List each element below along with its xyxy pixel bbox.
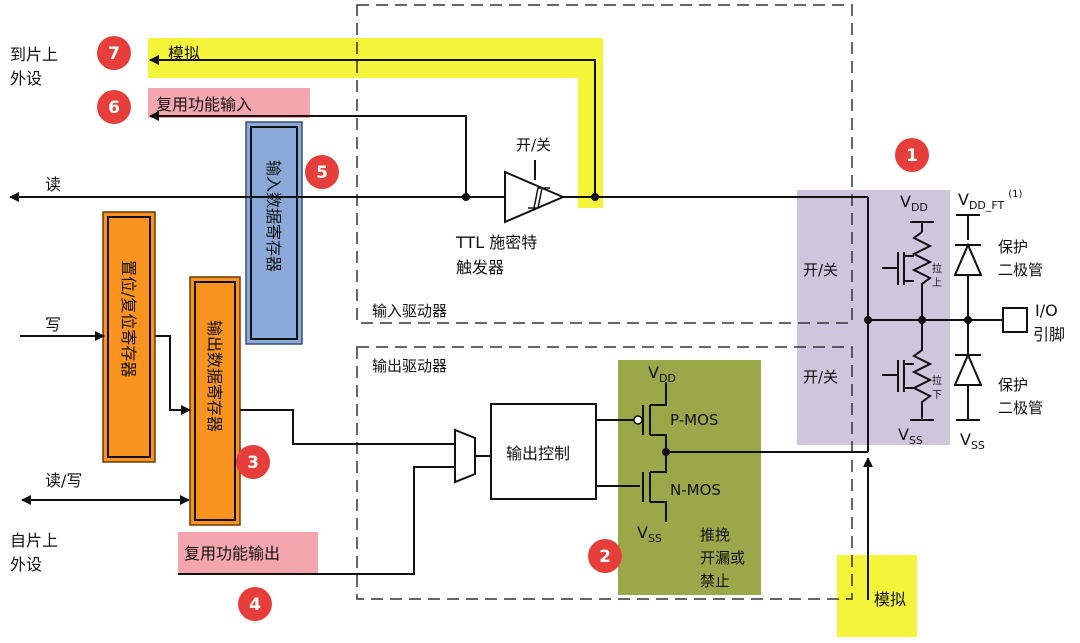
io-pin-pad	[1002, 307, 1028, 333]
marker-5: 5	[305, 155, 339, 189]
protect-top-l2: 二极管	[998, 261, 1043, 279]
svg-text:4: 4	[249, 595, 261, 615]
push-pull-l3: 禁止	[700, 572, 730, 590]
write-label: 写	[45, 315, 61, 334]
ttl-schmitt-l1: TTL 施密特	[455, 233, 537, 252]
svg-text:6: 6	[108, 98, 120, 118]
input-driver-label: 输入驱动器	[372, 302, 447, 320]
pull-down-l2: 下	[932, 390, 942, 401]
mos-vdd-label: VDD	[648, 363, 676, 385]
pull-up-resistor	[911, 231, 933, 320]
output-control-box	[490, 403, 597, 500]
push-pull-l2: 开漏或	[700, 549, 745, 567]
pull-down-l1: 拉	[932, 374, 942, 387]
to-onchip-peripheral-l2: 外设	[10, 69, 42, 88]
protect-top-l1: 保护	[998, 238, 1028, 256]
protect-bottom-l2: 二极管	[998, 399, 1043, 417]
analog-path-highlight-h	[148, 38, 603, 78]
analog-top-label: 模拟	[168, 44, 200, 63]
read-label: 读	[45, 175, 61, 194]
bsrr-to-odr-wire	[155, 335, 191, 415]
odr-label: 输出数据寄存器	[205, 320, 224, 432]
output-driver-label: 输出驱动器	[372, 357, 447, 375]
pull-vdd-label: VDD	[900, 192, 928, 214]
input-driver-box	[356, 4, 853, 324]
svg-text:1: 1	[906, 146, 918, 166]
pull-up-l2: 上	[932, 277, 942, 289]
output-data-register-inner	[194, 281, 236, 521]
pull-up-onoff-label: 开/关	[803, 261, 838, 279]
schmitt-symbol	[528, 187, 550, 209]
io-pin-l1: I/O	[1035, 301, 1058, 320]
output-control-label: 输出控制	[506, 444, 570, 463]
alt-function-output-label: 复用功能输出	[184, 544, 280, 563]
ttl-schmitt-l2: 触发器	[456, 258, 504, 277]
alt-output-highlight	[178, 532, 318, 574]
analog-bottom-label: 模拟	[874, 590, 906, 609]
junction-read	[462, 193, 470, 201]
pull-resistor-region	[797, 190, 950, 445]
read-write-label: 读/写	[45, 471, 82, 490]
analog-wire	[149, 55, 596, 197]
pull-vss-label: VSS	[898, 425, 923, 447]
output-driver-box	[356, 346, 853, 600]
output-mux	[454, 428, 476, 484]
marker-1: 1	[895, 138, 929, 172]
vdd-ft-label: VDD_FT(1)	[958, 189, 1023, 212]
analog-path-highlight-v	[578, 38, 603, 208]
pull-down-onoff-label: 开/关	[803, 368, 838, 386]
alt-input-wire	[149, 111, 467, 197]
io-pin-l2: 引脚	[1033, 325, 1065, 344]
idr-label: 输入数据寄存器	[264, 160, 283, 272]
junction-analog	[591, 193, 599, 201]
pmos-label: P-MOS	[670, 411, 718, 429]
input-data-register-inner	[250, 126, 298, 340]
bsrr-label: 置位/复位寄存器	[119, 260, 138, 377]
svg-text:3: 3	[247, 453, 259, 473]
schmitt-trigger	[504, 170, 566, 224]
pull-up-l1: 拉	[932, 262, 942, 275]
svg-text:5: 5	[316, 163, 328, 183]
marker-7: 7	[97, 36, 131, 70]
protect-diode-bottom	[953, 352, 983, 386]
odr-to-mux-wire	[240, 409, 455, 445]
svg-text:2: 2	[599, 547, 611, 567]
analog-bottom-highlight	[837, 555, 917, 637]
to-onchip-peripheral-l1: 到片上	[10, 45, 58, 64]
alt-output-wire	[178, 466, 455, 575]
output-data-register	[189, 276, 241, 526]
alt-function-input-label: 复用功能输入	[156, 95, 252, 114]
svg-text:7: 7	[108, 44, 120, 64]
nmos-label: N-MOS	[670, 481, 721, 499]
pmos-gate-bubble	[633, 415, 643, 425]
alt-input-highlight	[148, 88, 310, 118]
diode-vss-label: VSS	[960, 430, 985, 452]
mos-driver-region	[618, 360, 761, 595]
push-pull-l1: 推挽	[700, 526, 730, 544]
bit-set-reset-register-inner	[107, 216, 151, 458]
schmitt-onoff-label: 开/关	[516, 136, 551, 154]
from-onchip-l1: 自片上	[10, 531, 58, 550]
mos-vss-label: VSS	[637, 523, 662, 545]
from-onchip-l2: 外设	[10, 555, 42, 574]
protect-diode-top	[953, 242, 983, 276]
marker-3: 3	[236, 445, 270, 479]
input-data-register	[245, 121, 303, 345]
protect-bottom-l1: 保护	[998, 376, 1028, 394]
pull-down-resistor	[911, 320, 933, 420]
marker-6: 6	[97, 90, 131, 124]
marker-4: 4	[238, 587, 272, 621]
marker-2: 2	[588, 539, 622, 573]
